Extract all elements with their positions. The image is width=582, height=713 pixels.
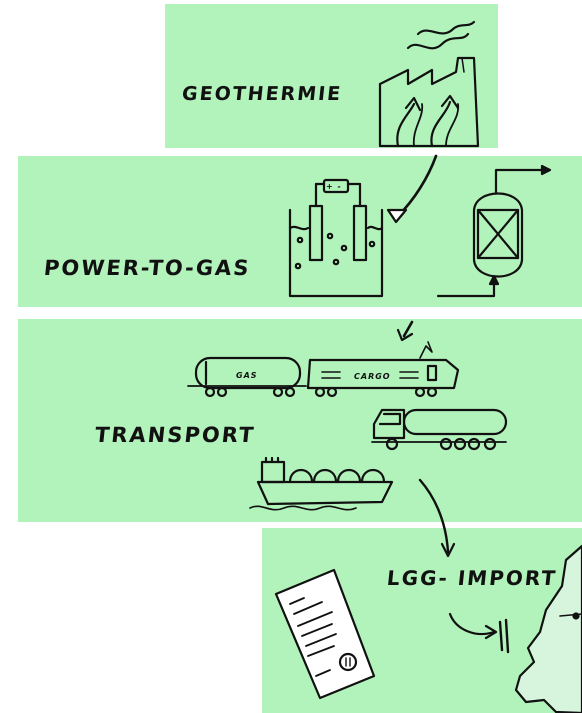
pantograph	[419, 341, 433, 359]
seal-stamp	[338, 652, 358, 672]
smoke-cloud-2	[416, 20, 476, 36]
contract-document-icon	[274, 568, 376, 700]
lng-dome-2	[312, 468, 338, 484]
factory-icon	[378, 20, 480, 148]
flow-arrow-3	[418, 478, 450, 554]
heat-arrow-head-1	[404, 96, 422, 112]
ship-bridge	[260, 460, 286, 484]
flow-arrow-head-3	[440, 542, 456, 558]
heat-arrow-head-2	[440, 94, 460, 110]
pipeline-arrow	[448, 612, 496, 636]
electrolyser-icon	[288, 178, 384, 298]
train-icon	[187, 341, 460, 398]
electrode-left	[308, 204, 324, 262]
tank-wagon-text: GAS	[236, 371, 258, 380]
reactor-bed	[476, 208, 520, 260]
factory-building	[378, 56, 480, 148]
battery-text: + -	[326, 182, 342, 191]
map-landmass	[514, 544, 582, 713]
water-waves	[249, 505, 357, 511]
electrolyser-tank	[288, 208, 384, 298]
ship-icon	[249, 456, 394, 511]
flow-arrow-2	[402, 320, 414, 338]
panel-transport	[18, 319, 582, 522]
lng-dome-1	[288, 468, 314, 484]
reactor-icon	[436, 164, 552, 298]
panel-geothermie	[165, 4, 498, 148]
coastline-map-icon	[514, 544, 582, 713]
reactor-vessel	[472, 192, 524, 278]
ship-hull	[256, 480, 394, 506]
heat-arrow-1	[396, 102, 416, 148]
tank-wagon	[194, 356, 302, 390]
flow-arrow-1	[396, 154, 438, 218]
flow-arrow-head-2	[396, 328, 414, 342]
panel-power-to-gas	[18, 156, 582, 307]
cargo-wagon-text: CARGO	[354, 372, 391, 381]
document-sheet	[274, 568, 376, 700]
electrode-right	[352, 204, 368, 262]
lng-dome-3	[336, 468, 362, 484]
heat-arrow-2	[430, 100, 452, 148]
lng-dome-4	[360, 468, 386, 484]
reactor-inlet	[436, 278, 496, 298]
truck-icon	[371, 408, 508, 451]
reactor-outlet	[494, 168, 546, 194]
flow-arrow-head-1	[386, 208, 408, 224]
battery-box	[322, 178, 350, 194]
truck-cab	[372, 408, 406, 440]
pipeline-valve	[498, 618, 510, 654]
smoke-cloud-1	[406, 32, 470, 50]
truck-tank	[402, 408, 508, 436]
